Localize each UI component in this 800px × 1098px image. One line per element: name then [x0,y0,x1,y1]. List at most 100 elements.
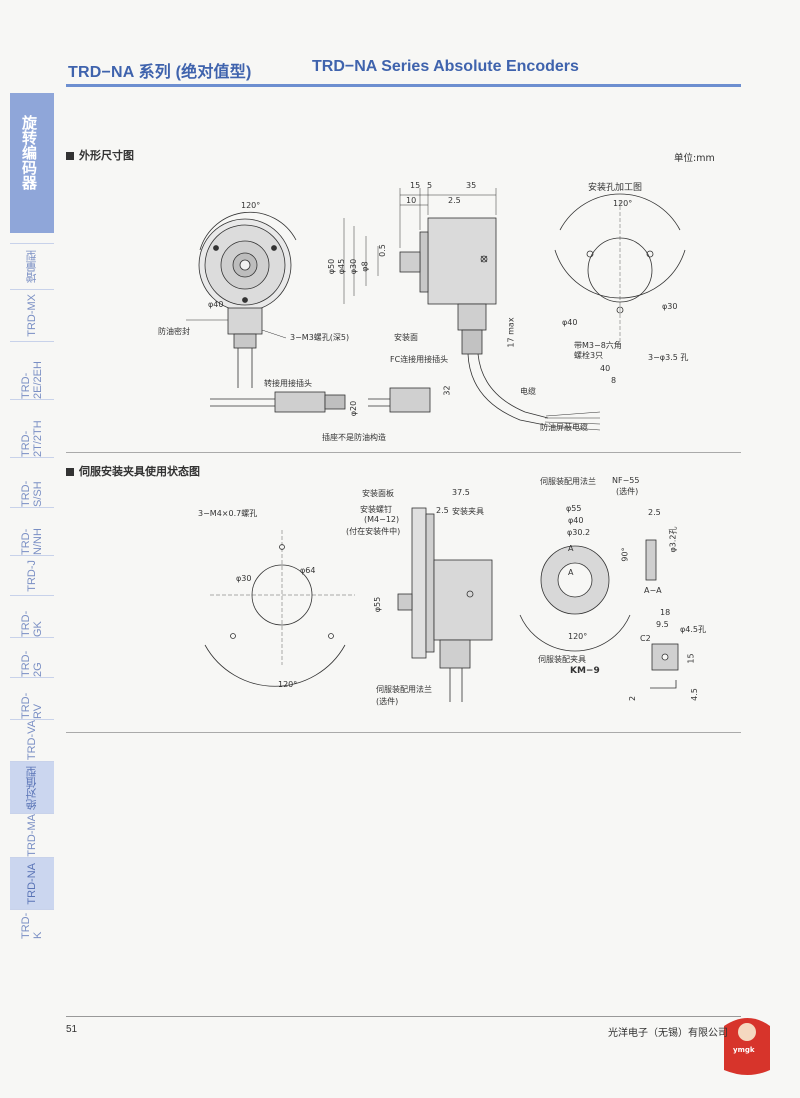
dim-37-5: 37.5 [452,488,470,497]
section-outline-title: 外形尺寸图 [79,149,134,162]
sidebar-item-trd-mx[interactable]: TRD-MX [10,289,54,341]
dim-phi50: φ50 [327,258,337,275]
label-km-title: 伺服装配夹具 [538,655,586,664]
dim-c2: C2 [640,634,651,643]
logo-text: ymgk [733,1046,755,1054]
arc-120-a [199,211,297,251]
dim-4-5: 4.5 [689,688,699,701]
sidebar-item-trd-2g[interactable]: TRD-2G [10,637,54,677]
dim-2-5-b: 2.5 [436,506,449,515]
footer-rule [66,1016,741,1017]
dim-8: 8 [611,376,617,385]
dim-15-b: 15 [686,653,696,664]
sidebar-item-absolute[interactable]: 绝对值型 [10,761,54,813]
page-number: 51 [66,1024,78,1035]
dim-9-5: 9.5 [656,620,669,629]
label-mount-panel: 安装面板 [362,489,394,498]
sidebar-main-label: 旋转编码器 [20,115,38,190]
bullet-square [66,468,74,476]
bullet-square [66,152,74,160]
shaft-side [399,251,421,273]
dim-phi45: φ45 [337,258,347,275]
label-a-2: A [568,568,574,577]
dim-phi4-5: φ4.5孔 [680,625,706,634]
label-nf-title: 伺服装配用法兰 [540,477,596,486]
dim-2-5-c: 2.5 [648,508,661,517]
dim-phi30-b: φ30 [662,302,678,311]
label-nf-opt: (选件) [616,487,639,496]
dim-angle-120-c: 120° [278,680,298,689]
sidebar-item-trd-n[interactable]: TRD-N/NH [10,507,54,555]
label-flange-opt: (选件) [376,697,399,706]
section-servo-heading: 伺服安装夹具使用状态图 [66,463,200,479]
sidebar-item-trd-s[interactable]: TRD-S/SH [10,457,54,507]
dim-phi8: φ8 [360,261,370,272]
dim-18: 18 [660,608,671,617]
label-nf-model: NF−55 [612,476,640,485]
label-mount-screw: 安装螺钉 [360,505,392,514]
label-cable: 电缆 [520,387,536,396]
dim-15: 15 [410,181,421,190]
sidebar-item-trd-ma[interactable]: TRD-MA [10,813,54,857]
label-a-1: A [568,544,574,553]
mount-panel [411,507,427,659]
dim-phi40-c: φ40 [568,516,584,525]
fc-plug [389,387,431,413]
label-clamp: 安装夹具 [452,507,484,516]
dim-phi30: φ30 [349,258,359,275]
label-m4-hole: 3−M4×0.7螺孔 [198,509,258,518]
page-title-cn: TRD−NA 系列 (绝对值型) [68,64,252,81]
dim-phi30-2: φ30.2 [567,528,591,537]
label-a-a: A−A [644,586,662,595]
label-hex-bolt: 带M3−8六角 [574,341,622,350]
logo-badge [724,1018,770,1075]
sidebar-item-trd-2t[interactable]: TRD-2T/2TH [10,399,54,457]
section-divider-1 [66,452,741,453]
dim-5: 5 [427,181,433,190]
dim-phi20: φ20 [349,400,359,417]
dim-40: 40 [600,364,611,373]
sidebar-item-trd-na[interactable]: TRD-NA [10,857,54,909]
label-shield-cable: 防油屏蔽电缆 [540,423,588,432]
sidebar-main-tab[interactable]: 旋转编码器 [10,93,54,233]
sidebar-item-incremental[interactable]: 增量型 [10,243,54,289]
sidebar-item-trd-rv[interactable]: TRD-RV [10,677,54,719]
dim-angle-120-d: 120° [568,632,588,641]
dim-phi64: φ64 [300,566,316,575]
dim-phi30-c: φ30 [236,574,252,583]
label-hole-title: 安装孔加工图 [588,183,643,193]
conversion-plug [274,391,326,413]
company-name: 光洋电子（无锡）有限公司 [608,1028,728,1039]
sidebar-item-trd-va[interactable]: TRD-VA [10,719,54,761]
label-mount-face: 安装面 [394,333,418,342]
dim-32: 32 [442,385,452,396]
label-hex-bolt-2: 螺栓3只 [574,351,604,360]
dim-angle-120-a: 120° [241,201,261,210]
section-servo-title: 伺服安装夹具使用状态图 [79,465,200,478]
sidebar-item-trd-k[interactable]: TRD-K [10,909,54,939]
label-km-model: KM−9 [570,666,600,676]
label-screw-spec: (M4−12) [364,515,400,524]
sidebar: 旋转编码器 增量型 TRD-MX TRD-2E/2EH TRD-2T/2TH T… [10,93,54,939]
dim-phi40-a: φ40 [208,300,224,309]
header-rule [66,84,741,87]
connector-block-front [227,307,263,335]
section-outline-heading: 外形尺寸图 [66,147,134,163]
dim-35: 35 [466,181,477,190]
encoder-side-mounted [433,559,493,641]
dim-phi40-b: φ40 [562,318,578,327]
dim-angle-90: 90° [620,547,630,562]
dim-phi3-2: φ3.2孔 [668,526,678,553]
sidebar-item-trd-j[interactable]: TRD-J [10,555,54,595]
sidebar-item-trd-gk[interactable]: TRD-GK [10,595,54,637]
dim-angle-120-b: 120° [613,199,633,208]
label-fc-plug: FC连接用接插头 [390,355,449,364]
section-divider-2 [66,732,741,733]
dim-17max: 17 max [506,317,516,348]
label-oil-seal: 防油密封 [158,327,190,336]
sidebar-item-trd-2e[interactable]: TRD-2E/2EH [10,341,54,399]
label-no-oil: 插座不是防油构造 [322,433,386,442]
dim-0-5: 0.5 [377,244,387,257]
dim-phi55-a: φ55 [373,596,383,613]
